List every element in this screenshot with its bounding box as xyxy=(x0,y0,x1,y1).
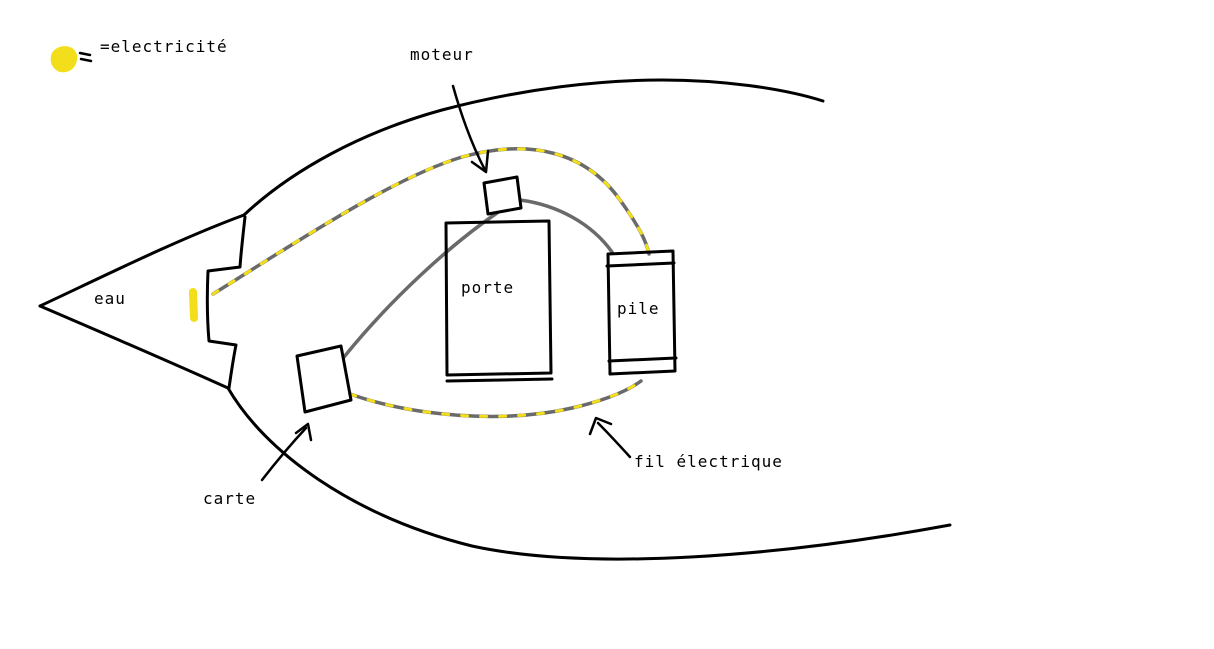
carte-arrow-shaft xyxy=(260,426,308,482)
fil-electrique-label: fil électrique xyxy=(634,452,783,471)
porte-label: porte xyxy=(461,278,514,297)
carte-label: carte xyxy=(203,489,256,508)
equals-scribble xyxy=(78,51,93,63)
porte-box xyxy=(444,219,553,377)
pile-top-band xyxy=(605,261,676,268)
pile-bottom-band xyxy=(607,356,678,363)
carte-box xyxy=(295,344,353,414)
bow-bottom-outline xyxy=(38,304,230,390)
eau-label: eau xyxy=(94,289,126,308)
pile-label: pile xyxy=(617,299,660,318)
electricity-mark-water xyxy=(189,288,198,322)
wire-motor-to-pile xyxy=(518,198,614,254)
motor-box xyxy=(482,175,523,216)
moteur-label: moteur xyxy=(410,45,474,64)
wire-top-electricity-dashes xyxy=(211,147,651,296)
wire-bottom xyxy=(348,379,643,419)
fil-arrow-shaft xyxy=(596,421,632,459)
porte-bottom-line xyxy=(445,377,554,383)
electricity-blob xyxy=(50,46,78,73)
pile-box xyxy=(606,249,677,376)
hull-top-outline xyxy=(242,78,825,217)
fil-arrowhead xyxy=(588,416,613,436)
moteur-arrow-shaft xyxy=(451,84,487,172)
wire-motor-to-carte xyxy=(342,211,499,359)
carte-arrowhead xyxy=(294,422,313,442)
hull-bottom-outline xyxy=(226,386,952,561)
wire-top xyxy=(211,147,651,296)
wire-bottom-electricity-dashes xyxy=(348,379,643,418)
bow-top-outline xyxy=(38,213,246,308)
legend-label: =electricité xyxy=(100,37,228,56)
inner-notch-outline xyxy=(205,215,247,390)
moteur-arrowhead xyxy=(470,149,490,174)
